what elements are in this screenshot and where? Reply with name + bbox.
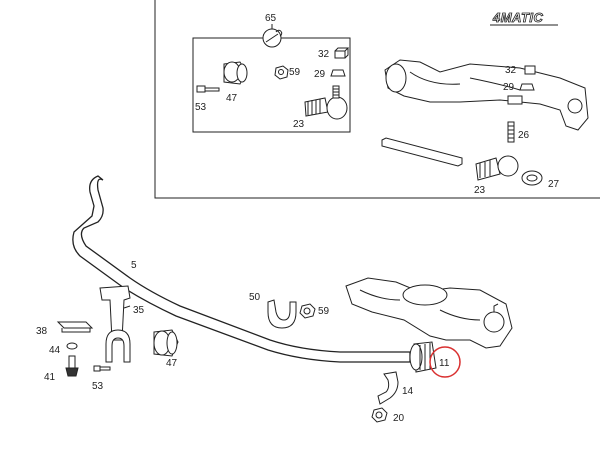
- stabilizer-bar: [72, 175, 411, 363]
- label-11: 11: [439, 358, 450, 369]
- label-59-inset: 59: [289, 67, 301, 78]
- label-32-inset: 32: [318, 49, 330, 60]
- clamp-32-inset: [334, 47, 350, 59]
- wrench-icon: [262, 28, 283, 48]
- bushing-11: [409, 341, 437, 373]
- label-20: 20: [393, 413, 405, 424]
- bushing-47-inset: [223, 61, 248, 85]
- label-29-inset: 29: [314, 69, 326, 80]
- cap-29-inset: [330, 69, 346, 77]
- label-38: 38: [36, 326, 48, 337]
- label-47: 47: [166, 358, 178, 369]
- label-23-inset: 23: [293, 119, 305, 130]
- bar-end-inset: [381, 137, 463, 167]
- nut-59-inset: [274, 65, 289, 80]
- label-53: 53: [92, 381, 104, 392]
- label-47-inset: 47: [226, 93, 238, 104]
- highlight-circle: [429, 346, 461, 378]
- bolt-53-inset: [196, 85, 220, 93]
- label-59: 59: [318, 306, 330, 317]
- label-14: 14: [402, 386, 414, 397]
- label-35: 35: [133, 305, 145, 316]
- plate-38: [56, 321, 94, 333]
- label-29-arm: 29: [503, 82, 515, 93]
- label-27: 27: [548, 179, 560, 190]
- clamp-27: [521, 170, 543, 186]
- cap-29-arm: [519, 83, 535, 91]
- nut-20: [371, 407, 388, 423]
- bushing-47: [153, 329, 179, 357]
- link-23-lower: [475, 155, 519, 181]
- washer-44: [66, 342, 78, 350]
- label-41: 41: [44, 372, 56, 383]
- label-26: 26: [518, 130, 530, 141]
- clamp-14: [377, 371, 399, 405]
- bracket-35: [99, 285, 131, 363]
- label-32-arm: 32: [505, 65, 517, 76]
- label-44: 44: [49, 345, 61, 356]
- label-50: 50: [249, 292, 261, 303]
- link-23-inset: [304, 85, 348, 120]
- label-53-inset: 53: [195, 102, 207, 113]
- label-5: 5: [131, 260, 137, 271]
- leader-35: [123, 305, 131, 309]
- label-65: 65: [265, 13, 277, 24]
- bolt-26: [507, 121, 515, 143]
- 4matic-badge: 4MATIC: [492, 10, 544, 25]
- control-arm-inset: [384, 59, 589, 131]
- bolt-41: [65, 355, 79, 377]
- nut-59: [299, 303, 316, 319]
- clamp-32-arm: [524, 65, 536, 75]
- bolt-53: [93, 365, 111, 372]
- inset-frame: [154, 0, 600, 199]
- control-arm: [345, 277, 513, 349]
- label-23-lower: 23: [474, 185, 486, 196]
- clamp-50: [267, 299, 297, 329]
